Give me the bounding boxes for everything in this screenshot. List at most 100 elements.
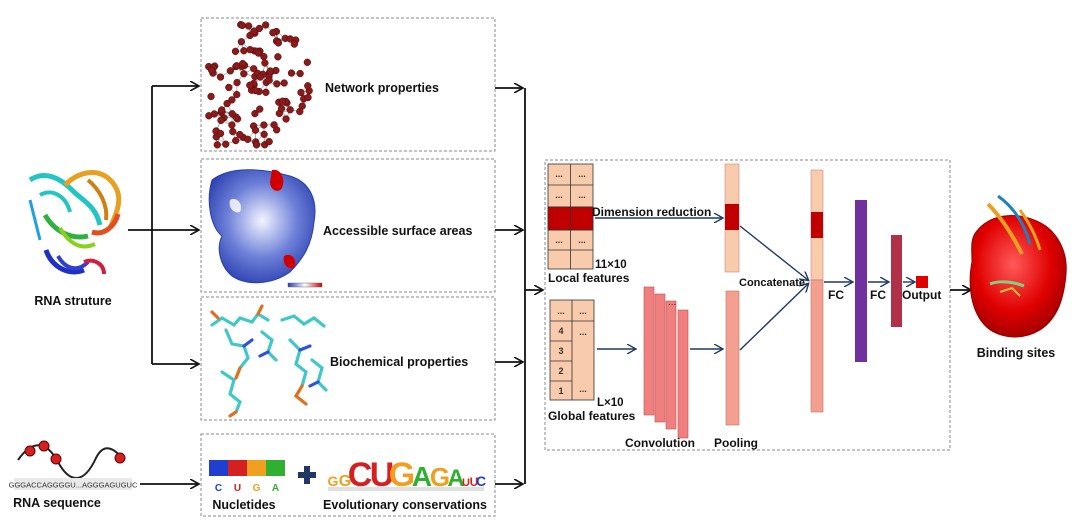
network-node — [270, 121, 278, 129]
panel-sequence-features: C U G A Nucletides G G C U G A G A U U C… — [200, 433, 496, 517]
nucleotide-a-block — [266, 460, 285, 476]
network-node — [304, 82, 312, 90]
matrix-ellipsis: ... — [578, 169, 586, 179]
network-node — [278, 97, 287, 105]
network-node — [252, 141, 261, 149]
sequence-text: GGGACCAGGGGU...AGGGAGUGUC — [9, 481, 138, 490]
dimension-reduction-label: Dimension reduction — [592, 205, 711, 219]
network-node — [260, 52, 268, 61]
logo-letter: A — [412, 461, 432, 492]
network-node — [207, 92, 215, 101]
pooling-vector — [725, 290, 740, 426]
binding-sites-image — [969, 194, 1067, 338]
biochemical-label: Biochemical properties — [330, 355, 468, 369]
network-node — [274, 53, 282, 61]
network-node — [297, 88, 305, 97]
convolution-layers — [643, 286, 689, 439]
output-node — [916, 276, 928, 288]
nucleotide-c-block — [209, 460, 228, 476]
network-node — [303, 58, 311, 66]
matrix-row-index: 3 — [558, 346, 563, 356]
rna-structure-image — [28, 170, 122, 275]
nucleotide-letter: C — [215, 483, 222, 494]
merge-arrows — [495, 88, 542, 484]
network-node — [296, 69, 304, 78]
matrix-ellipsis: ... — [579, 306, 587, 316]
nucleotide-g-block — [247, 460, 266, 476]
fc2-layer — [891, 235, 902, 327]
network-node — [251, 86, 260, 95]
network-node — [262, 88, 270, 96]
logo-letter: U — [470, 475, 479, 489]
network-node — [222, 140, 230, 148]
local-feature-matrix — [547, 163, 594, 270]
branch-connectors — [128, 86, 198, 484]
network-node — [265, 76, 273, 84]
rna-sequence-image — [17, 440, 126, 479]
network-node — [225, 83, 233, 92]
network-node — [290, 40, 298, 48]
network-label: Network properties — [325, 81, 439, 95]
logo-letter: A — [447, 465, 464, 492]
convolution-label: Convolution — [625, 436, 695, 450]
fc1-layer — [855, 200, 867, 362]
pooling-label: Pooling — [714, 436, 758, 450]
logo-letter: U — [462, 477, 470, 489]
network-node — [244, 135, 252, 143]
global-size-label: L×10 — [597, 397, 624, 409]
concatenate-arrow-bottom — [739, 284, 808, 351]
logo-letter: C — [476, 473, 486, 489]
color-scale-bar — [287, 282, 323, 288]
network-node — [261, 59, 269, 67]
nucleotide-letter: U — [234, 483, 241, 494]
network-node — [286, 35, 294, 43]
surface-hotspot — [270, 169, 284, 191]
network-node — [256, 73, 264, 81]
network-node — [231, 47, 240, 56]
network-node — [233, 90, 241, 99]
global-feature-matrix — [549, 299, 595, 401]
network-node — [250, 65, 258, 73]
binding-sites-label: Binding sites — [977, 346, 1056, 360]
network-node — [239, 59, 247, 68]
surface-molecule — [208, 169, 316, 284]
network-node — [238, 21, 247, 30]
matrix-row-index: 2 — [558, 366, 563, 376]
network-node — [251, 126, 260, 134]
global-features-label: Global features — [548, 409, 636, 423]
network-node — [262, 21, 270, 29]
network-node — [277, 104, 286, 113]
network-node — [287, 69, 296, 77]
network-node — [240, 70, 248, 78]
network-node — [228, 110, 236, 118]
network-node — [274, 39, 283, 47]
matrix-ellipsis: ... — [555, 190, 563, 200]
network-graph — [205, 21, 313, 149]
rna-structure-label: RNA struture — [34, 294, 111, 308]
molecule-sticks — [210, 304, 328, 418]
network-node — [269, 29, 277, 37]
network-node — [250, 27, 258, 36]
convolution-ellipsis: ... — [668, 297, 676, 308]
sequence-strip — [14, 478, 132, 490]
network-node — [296, 107, 304, 116]
network-node — [228, 121, 236, 129]
matrix-row-index: 4 — [558, 326, 563, 336]
network-node — [286, 106, 294, 114]
network-node — [246, 46, 254, 54]
network-node — [237, 38, 246, 46]
network-node — [208, 66, 216, 74]
nucleotide-letter: G — [253, 483, 261, 494]
matrix-ellipsis: ... — [555, 169, 563, 179]
network-node — [236, 130, 244, 139]
nucleotide-u-block — [228, 460, 247, 476]
fc1-label: FC — [828, 288, 844, 302]
plus-icon — [298, 466, 316, 484]
network-node — [229, 127, 237, 136]
panel-biochemical: Biochemical properties — [200, 296, 496, 421]
network-node — [246, 81, 254, 89]
logo-letter: G — [328, 473, 339, 489]
fc2-label: FC — [870, 288, 886, 302]
nucleotides-label: Nucletides — [212, 498, 275, 512]
